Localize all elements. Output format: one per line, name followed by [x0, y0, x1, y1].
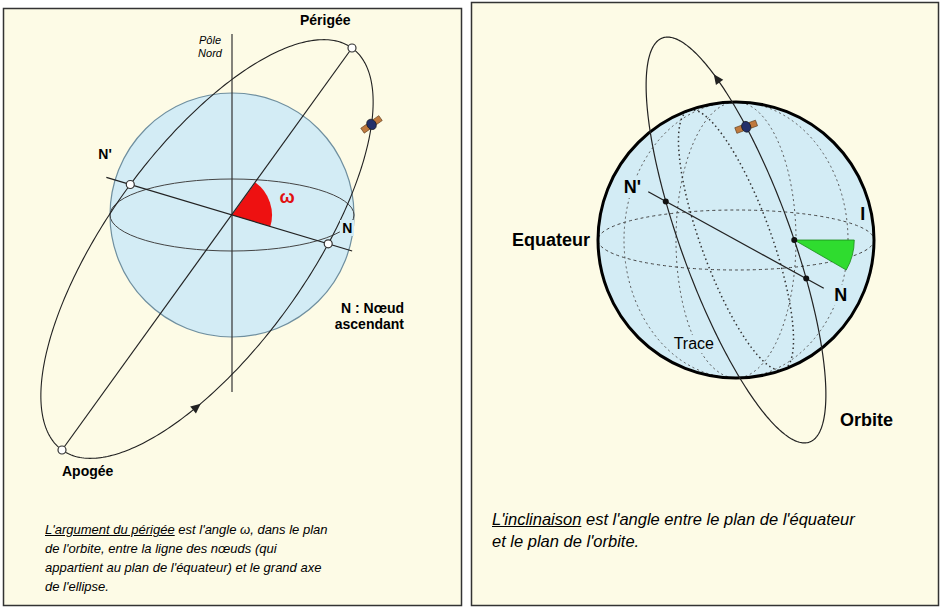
earth-sphere	[598, 102, 874, 378]
line-of-nodes	[648, 192, 824, 288]
caption: L'argument du périgéeest l'angle ω, dans…	[45, 520, 330, 596]
track-label: Trace	[672, 335, 716, 353]
point-marker	[803, 276, 809, 282]
point-marker	[324, 240, 332, 248]
orbit-label: Orbite	[838, 410, 895, 431]
node-label: N'	[96, 146, 113, 162]
angle-symbol: I	[858, 204, 867, 225]
plane-label: Equateur	[510, 230, 592, 251]
node-note: N : Nœud ascendant	[290, 300, 406, 332]
line-of-nodes	[106, 177, 352, 251]
major-axis	[62, 48, 352, 450]
node-label: N	[340, 220, 354, 236]
angle-symbol: ω	[278, 187, 297, 208]
node-label: N	[832, 285, 849, 306]
point-label: Périgée	[298, 12, 353, 28]
angle-sector	[794, 240, 854, 270]
point-marker	[126, 180, 134, 188]
direction-arrow	[190, 404, 201, 414]
point-marker	[348, 44, 356, 52]
orbit-ellipse	[646, 37, 826, 443]
angle-sector	[232, 183, 272, 227]
caption-term: L'argument du périgée	[45, 522, 175, 537]
axis-label: Pôle Nord	[190, 34, 230, 60]
caption-term: L'inclinaison	[492, 510, 581, 528]
point-marker	[791, 237, 797, 243]
orbit-ellipse	[41, 40, 373, 459]
panel-frame	[472, 3, 939, 606]
direction-arrow	[714, 74, 723, 85]
earth-outline	[598, 102, 874, 378]
orbit-geometry	[41, 37, 854, 458]
caption: L'inclinaisonest l'angle entre le plan d…	[492, 508, 872, 552]
point-label: Apogée	[60, 463, 115, 479]
point-marker	[58, 446, 66, 454]
panel-frame	[4, 9, 462, 606]
satellite-icon	[734, 118, 758, 136]
point-marker	[663, 198, 669, 204]
satellite-icon	[359, 114, 383, 136]
node-label: N'	[622, 177, 643, 198]
